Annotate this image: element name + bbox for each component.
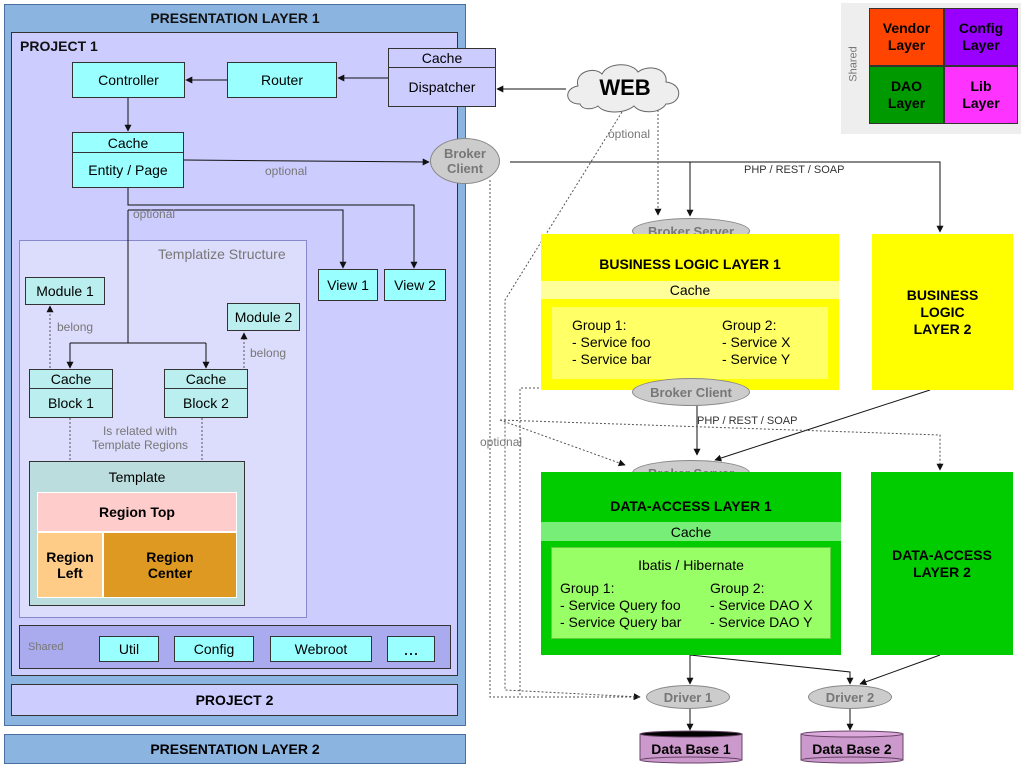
business-group-2-item: - Service Y — [722, 351, 791, 367]
block-2-cache: Cache — [164, 369, 248, 389]
data-group-1: Group 1: - Service Query foo - Service Q… — [560, 580, 681, 631]
business-group-2-item: - Service X — [722, 334, 791, 350]
database-2: Data Base 2 — [812, 741, 892, 757]
broker-client-top: Broker Client — [430, 138, 500, 184]
data-group-2-title: Group 2: — [710, 580, 765, 596]
vendor-layer-line-1: Vendor — [882, 20, 931, 36]
data-access-cache: Cache — [541, 522, 841, 541]
related-label: Is related with Template Regions — [70, 424, 210, 452]
belong-label-2: belong — [250, 346, 287, 360]
presentation-layer-2: PRESENTATION LAYER 2 — [4, 734, 466, 764]
vendor-layer: Vendor Layer — [869, 8, 944, 66]
config-layer-line-2: Layer — [962, 37, 1000, 53]
data-access-orm-title: Ibatis / Hibernate — [638, 557, 744, 573]
related-label-line-2: Template Regions — [91, 438, 189, 452]
shared-webroot: Webroot — [270, 636, 372, 662]
block-1: Block 1 — [29, 388, 113, 418]
driver-2: Driver 2 — [808, 685, 892, 709]
protocol-label-2: PHP / REST / SOAP — [697, 415, 798, 427]
dao-layer-line-2: Layer — [887, 95, 926, 111]
data-access-orm — [551, 547, 831, 639]
data-access-layer-2-line-1: DATA-ACCESS — [892, 546, 992, 563]
shared-config: Config — [174, 636, 254, 662]
dao-layer: DAO Layer — [869, 66, 944, 124]
driver-1: Driver 1 — [646, 685, 730, 709]
view-2: View 2 — [384, 269, 446, 301]
data-access-layer-1-title: DATA-ACCESS LAYER 1 — [610, 498, 772, 514]
business-group-1-item: - Service bar — [572, 351, 652, 367]
optional-label-web: optional — [608, 127, 651, 141]
block-1-cache: Cache — [29, 369, 113, 389]
config-layer-line-1: Config — [958, 20, 1004, 36]
lib-layer: Lib Layer — [944, 66, 1018, 124]
shared-more: ... — [387, 636, 435, 662]
data-group-1-title: Group 1: — [560, 580, 615, 596]
entity-cache: Cache — [72, 132, 184, 153]
business-group-2-title: Group 2: — [722, 317, 777, 333]
shared-legend-label: Shared — [847, 46, 860, 82]
project-2: PROJECT 2 — [11, 684, 458, 716]
data-group-2-item: - Service DAO Y — [710, 614, 813, 630]
database-1: Data Base 1 — [651, 741, 731, 757]
region-center-line-1: Region — [146, 549, 194, 565]
optional-label-left: optional — [480, 435, 523, 449]
business-group-2: Group 2: - Service X - Service Y — [722, 317, 790, 368]
dao-layer-line-1: DAO — [890, 78, 923, 94]
templatize-structure-title: Templatize Structure — [158, 246, 286, 262]
config-layer: Config Layer — [944, 8, 1018, 66]
router: Router — [227, 62, 337, 98]
region-center-line-2: Center — [147, 565, 193, 581]
database-1-icon — [639, 730, 743, 764]
entity-page: Entity / Page — [72, 152, 184, 188]
lib-layer-line-1: Lib — [970, 78, 992, 94]
web-label: WEB — [599, 75, 651, 100]
template-title: Template — [108, 469, 166, 485]
data-group-1-item: - Service Query bar — [560, 614, 682, 630]
data-group-2-item: - Service DAO X — [710, 597, 813, 613]
data-group-2: Group 2: - Service DAO X - Service DAO Y — [710, 580, 813, 631]
data-access-layer-2-line-2: LAYER 2 — [913, 563, 971, 580]
dispatcher: Dispatcher — [388, 67, 496, 107]
business-logic-layer-2-line-2: LOGIC — [920, 303, 965, 320]
business-broker-client: Broker Client — [632, 378, 750, 406]
business-logic-layer-1-title: BUSINESS LOGIC LAYER 1 — [599, 256, 781, 272]
business-group-1-item: - Service foo — [572, 334, 651, 350]
region-center: Region Center — [103, 532, 237, 598]
broker-client-top-line-2: Client — [446, 161, 484, 176]
region-left-line-1: Region — [46, 549, 94, 565]
view-1: View 1 — [318, 269, 378, 301]
protocol-label-1: PHP / REST / SOAP — [744, 164, 845, 176]
project-shared-label: Shared — [28, 641, 64, 653]
data-group-1-item: - Service Query foo — [560, 597, 681, 613]
region-left-line-2: Left — [57, 565, 83, 581]
module-1: Module 1 — [25, 277, 105, 305]
region-top: Region Top — [37, 492, 237, 532]
project-1-title: PROJECT 1 — [20, 38, 98, 54]
vendor-layer-line-2: Layer — [887, 37, 926, 53]
related-label-line-1: Is related with — [102, 424, 178, 438]
lib-layer-line-2: Layer — [962, 95, 1000, 111]
shared-util: Util — [99, 636, 159, 662]
module-2: Module 2 — [227, 303, 300, 331]
presentation-layer-1-title: PRESENTATION LAYER 1 — [150, 10, 320, 26]
optional-label-views: optional — [133, 207, 176, 221]
business-logic-layer-2-line-3: LAYER 2 — [913, 320, 972, 337]
business-logic-cache: Cache — [541, 281, 839, 299]
database-2-icon — [800, 730, 904, 764]
web-cloud-icon — [567, 64, 680, 113]
business-logic-layer-2-line-1: BUSINESS — [906, 286, 979, 303]
region-left: Region Left — [37, 532, 103, 598]
optional-label-broker: optional — [265, 164, 308, 178]
data-access-layer-2: DATA-ACCESS LAYER 2 — [871, 472, 1013, 655]
controller: Controller — [72, 62, 185, 98]
business-logic-services — [552, 307, 828, 379]
broker-client-top-line-1: Broker — [444, 146, 486, 161]
belong-label-1: belong — [57, 320, 94, 334]
business-group-1: Group 1: - Service foo - Service bar — [572, 317, 651, 368]
business-group-1-title: Group 1: — [572, 317, 627, 333]
business-logic-layer-2: BUSINESS LOGIC LAYER 2 — [872, 234, 1013, 390]
dispatcher-cache: Cache — [388, 48, 496, 68]
block-2: Block 2 — [164, 388, 248, 418]
